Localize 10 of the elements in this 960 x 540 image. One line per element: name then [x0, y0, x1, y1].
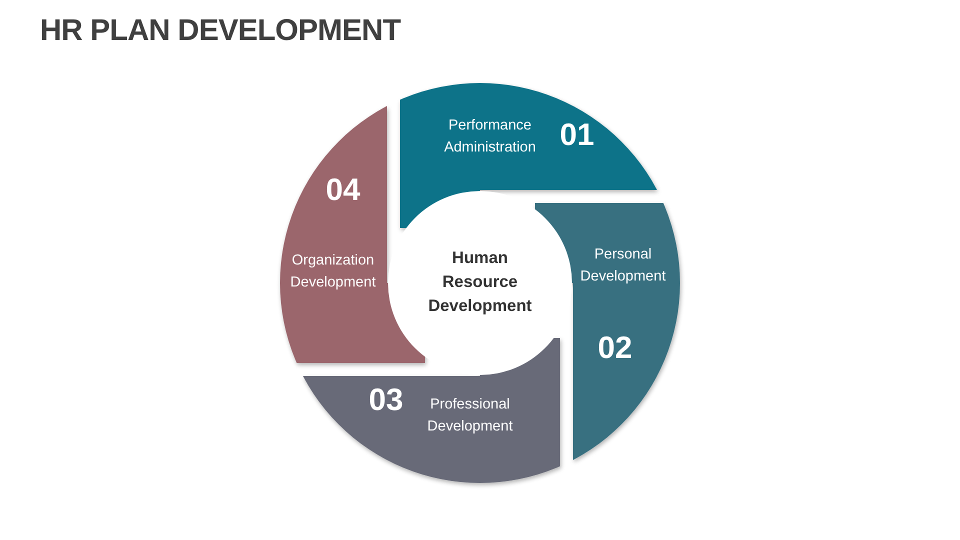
center-label: Human Resource Development: [427, 248, 533, 317]
segment-label: Performance Administration: [443, 116, 537, 157]
step-number: 02: [598, 330, 632, 366]
segment-label: Personal Development: [579, 245, 667, 286]
segment-label: Organization Development: [289, 251, 377, 292]
step-number: 04: [326, 172, 360, 208]
step-number: 03: [368, 382, 404, 418]
step-number: 01: [560, 117, 594, 153]
segment-label: Professional Development: [426, 395, 514, 436]
title: HR PLAN DEVELOPMENT: [40, 14, 401, 48]
